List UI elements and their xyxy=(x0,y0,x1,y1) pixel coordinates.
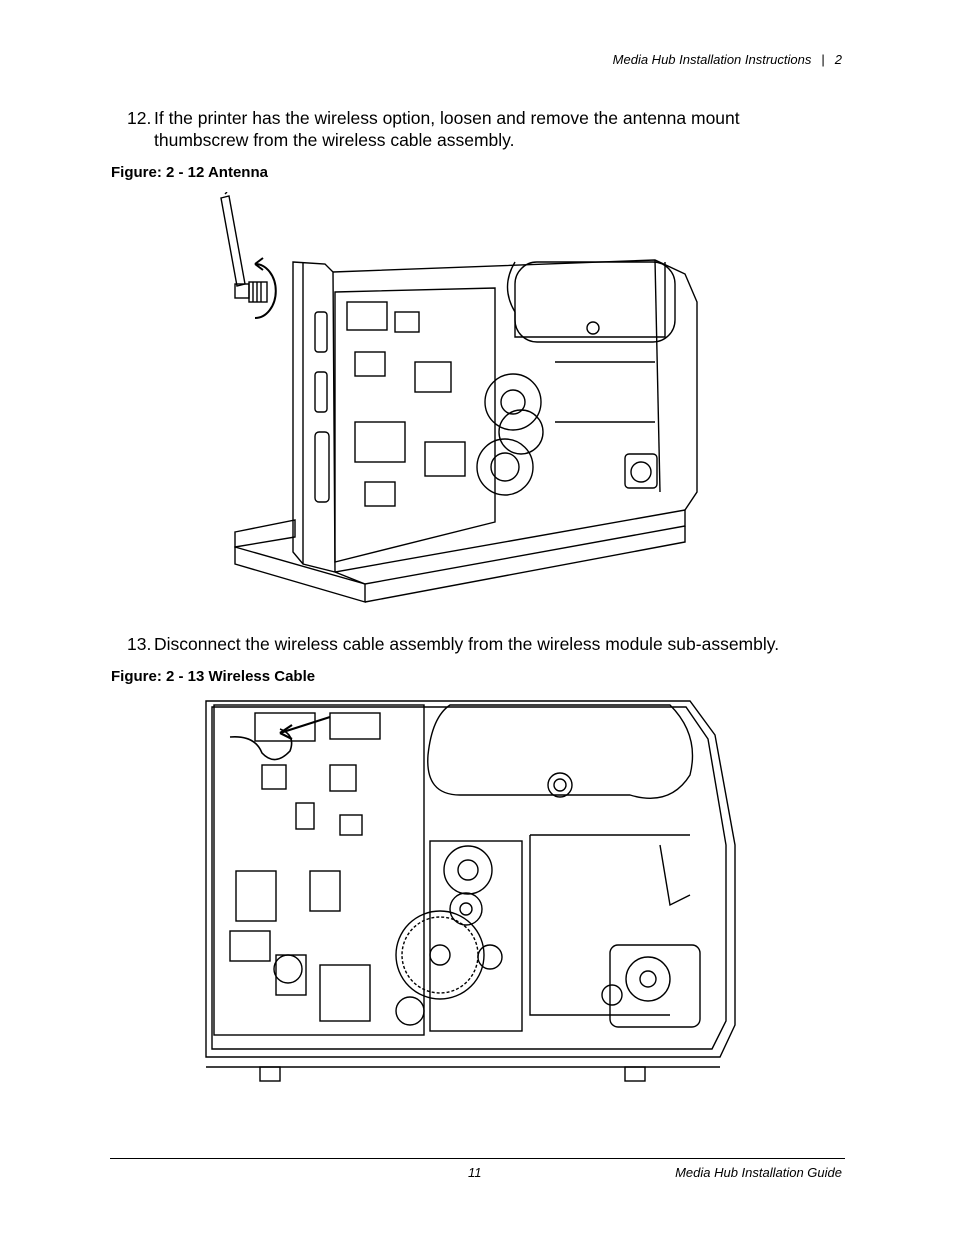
figure-caption-antenna: Figure: 2 - 12 Antenna xyxy=(111,164,268,181)
wireless-cable-illustration xyxy=(205,700,736,1082)
printer-side-view xyxy=(205,700,736,1082)
rotate-arrow-icon xyxy=(254,257,277,319)
antenna-icon xyxy=(220,192,268,303)
figure-caption-wireless-cable: Figure: 2 - 13 Wireless Cable xyxy=(111,668,316,685)
step-number: 13. xyxy=(127,634,152,654)
header-section-page: 2 xyxy=(834,52,842,67)
footer-guide-title: Media Hub Installation Guide xyxy=(675,1165,842,1180)
footer-rule xyxy=(110,1158,845,1159)
step-text: Disconnect the wireless cable assembly f… xyxy=(154,634,780,654)
step-12: 12. If the printer has the wireless opti… xyxy=(127,107,834,151)
header-separator: | xyxy=(821,52,825,67)
running-header: Media Hub Installation Instructions | 2 xyxy=(613,52,842,67)
footer-page-number: 11 xyxy=(468,1165,482,1180)
step-13: 13. Disconnect the wireless cable assemb… xyxy=(127,633,874,655)
step-number: 12. xyxy=(127,108,152,128)
step-text: If the printer has the wireless option, … xyxy=(154,108,740,150)
antenna-illustration xyxy=(220,192,698,603)
header-doc-title: Media Hub Installation Instructions xyxy=(612,52,812,67)
printer-chassis xyxy=(234,259,698,603)
